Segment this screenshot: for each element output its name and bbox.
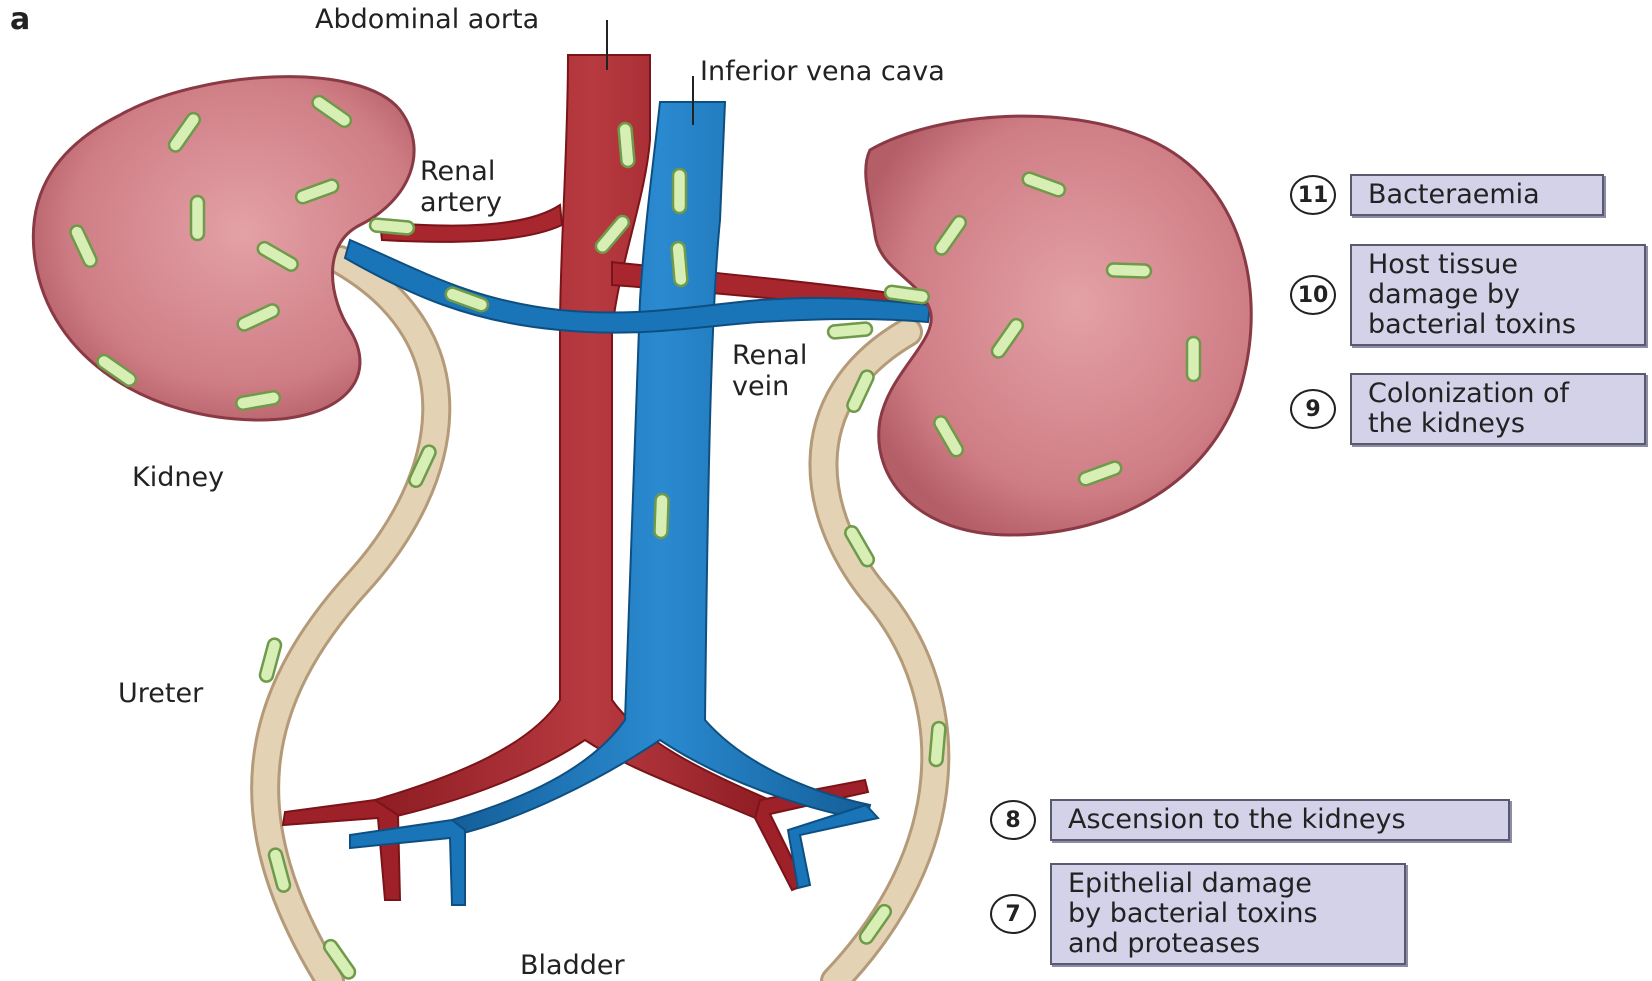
step-11: 11 Bacteraemia	[1290, 174, 1604, 216]
bacterium	[1107, 263, 1151, 278]
label-inferior-vena-cava: Inferior vena cava	[700, 56, 945, 87]
bacterium	[654, 494, 669, 538]
step-number-badge: 11	[1290, 175, 1336, 215]
step-number-badge: 8	[990, 800, 1036, 840]
label-bladder: Bladder	[520, 950, 625, 981]
step-box: Ascension to the kidneys	[1050, 799, 1510, 841]
panel-letter: a	[10, 2, 30, 37]
label-kidney: Kidney	[132, 462, 224, 493]
bacterium	[929, 722, 946, 767]
step-text-line: Colonization of	[1368, 379, 1628, 409]
step-box: Colonization of the kidneys	[1350, 373, 1646, 445]
label-renal-vein-line1: Renal	[732, 340, 807, 371]
bacterium	[828, 322, 873, 339]
bacterium	[369, 218, 414, 235]
step-9: 9 Colonization of the kidneys	[1290, 373, 1646, 445]
bacterium	[618, 123, 635, 168]
step-box: Epithelial damage by bacterial toxins an…	[1050, 863, 1406, 965]
step-text-line: by bacterial toxins	[1068, 899, 1388, 929]
bacterium	[1187, 337, 1200, 381]
step-number-badge: 7	[990, 894, 1036, 934]
label-abdominal-aorta: Abdominal aorta	[315, 4, 539, 35]
step-text-line: Epithelial damage	[1068, 869, 1388, 899]
label-renal-vein: Renal vein	[732, 340, 807, 402]
step-text-line: the kidneys	[1368, 409, 1628, 439]
step-text-line: Bacteraemia	[1368, 180, 1586, 210]
step-text-line: Host tissue	[1368, 250, 1628, 280]
label-renal-artery-line2: artery	[420, 187, 502, 218]
label-ureter: Ureter	[118, 678, 203, 709]
step-10: 10 Host tissue damage by bacterial toxin…	[1290, 244, 1646, 346]
label-renal-artery: Renal artery	[420, 156, 502, 218]
label-renal-vein-line2: vein	[732, 371, 807, 402]
step-box: Host tissue damage by bacterial toxins	[1350, 244, 1646, 346]
step-box: Bacteraemia	[1350, 174, 1604, 216]
bacterium	[671, 242, 688, 287]
step-text-line: bacterial toxins	[1368, 310, 1628, 340]
step-text-line: and proteases	[1068, 929, 1388, 959]
step-number-badge: 9	[1290, 389, 1336, 429]
step-number-badge: 10	[1290, 275, 1336, 315]
bacterium	[191, 196, 204, 240]
kidney-right	[866, 116, 1252, 535]
step-text-line: Ascension to the kidneys	[1068, 805, 1492, 835]
label-renal-artery-line1: Renal	[420, 156, 502, 187]
step-text-line: damage by	[1368, 280, 1628, 310]
bacterium	[673, 169, 686, 213]
step-8: 8 Ascension to the kidneys	[990, 799, 1510, 841]
step-7: 7 Epithelial damage by bacterial toxins …	[990, 863, 1406, 965]
